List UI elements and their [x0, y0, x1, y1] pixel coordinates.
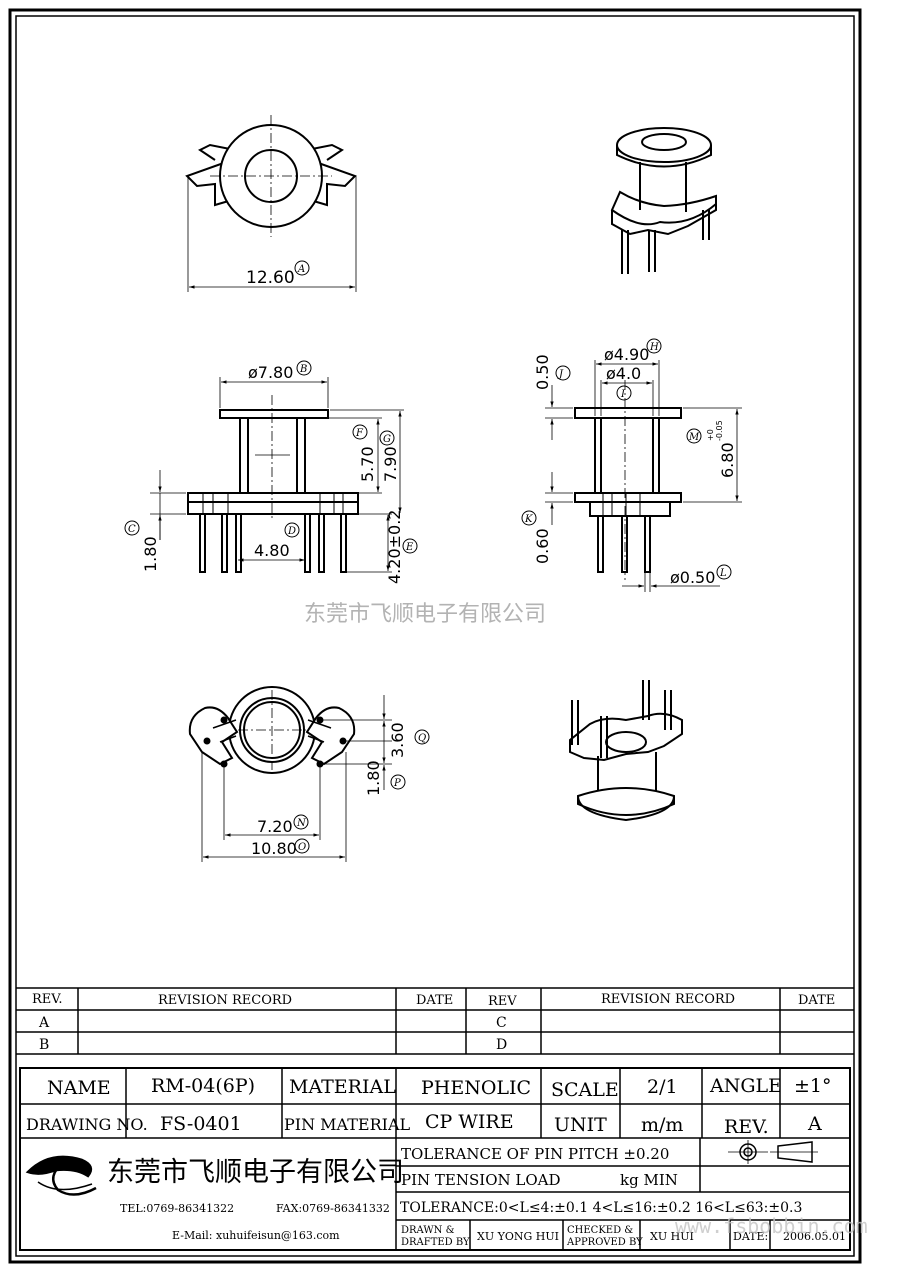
tag-l: L: [719, 568, 727, 579]
revision-record-header-right: REVISION RECORD: [601, 992, 735, 1007]
inner-border: [15, 15, 855, 1257]
sec-height-tol-lower: -0.05: [715, 420, 724, 441]
angle-value: ±1°: [794, 1075, 832, 1097]
sec-height-tol-upper: +0: [706, 429, 715, 441]
side-pin-pitch-dim: 4.80: [254, 541, 290, 560]
tolerance: TOLERANCE:0<L≤4:±0.1 4<L≤16:±0.2 16<L≤63…: [400, 1200, 802, 1216]
top-view: [185, 115, 357, 292]
scale-value: 2/1: [647, 1076, 678, 1098]
iso-view-bottom: [569, 680, 683, 822]
side-flange-dia-dim: ø7.80: [248, 363, 293, 382]
rev-b: B: [39, 1037, 49, 1053]
date-header-right: DATE: [798, 993, 835, 1008]
pin-material-label: PIN MATERIAL: [284, 1115, 411, 1134]
tag-g: G: [383, 434, 391, 445]
side-winding-height-dim: 5.70: [358, 446, 377, 482]
tag-q: Q: [418, 733, 426, 744]
company-name: 东莞市飞顺电子有限公司: [107, 1157, 404, 1188]
section-view: [545, 360, 742, 592]
fax: FAX:0769-86341332: [276, 1202, 390, 1215]
tag-a: A: [297, 264, 305, 275]
top-width-dim: 12.60: [246, 268, 295, 288]
checked-value: XU HUI: [650, 1230, 694, 1243]
tag-m: M: [688, 432, 700, 443]
sec-inner-dia-dim: ø4.0: [606, 364, 641, 383]
tag-d: D: [287, 526, 296, 537]
tag-c: C: [128, 524, 136, 535]
date-value: 2006.05.01: [783, 1230, 846, 1243]
side-pin-length-dim: 4.20±0.2: [385, 510, 404, 584]
rev-d: D: [496, 1037, 507, 1053]
sec-pin-dia-dim: ø0.50: [670, 568, 715, 587]
pitch-tolerance: TOLERANCE OF PIN PITCH ±0.20: [401, 1145, 669, 1163]
rev-c: C: [496, 1015, 507, 1031]
material-label: MATERIAL: [289, 1076, 396, 1098]
bottom-pin-span-dim: 3.60: [388, 722, 407, 758]
pin-material-value: CP WIRE: [425, 1111, 514, 1133]
rev-header-left: REV.: [32, 992, 63, 1007]
checked-label-1: CHECKED &: [567, 1225, 633, 1236]
side-pin-height-dim: 1.80: [141, 536, 160, 572]
scale-label: SCALE: [551, 1079, 619, 1101]
tag-k: K: [524, 514, 533, 525]
projection-symbol: [728, 1140, 818, 1164]
outer-border: [8, 8, 862, 1264]
tag-h: H: [649, 342, 659, 353]
tag-b: B: [299, 364, 307, 375]
rev-label: REV.: [724, 1116, 769, 1138]
drawn-value: XU YONG HUI: [477, 1230, 559, 1243]
title-block-lines: [19, 1067, 851, 1251]
sec-top-flange-dim: 0.50: [533, 354, 552, 390]
company-logo: [25, 1155, 97, 1196]
revision-table-lines: [16, 987, 854, 1055]
material-value: PHENOLIC: [421, 1077, 531, 1099]
email: E-Mail: xuhuifeisun@163.com: [172, 1229, 340, 1242]
watermark-company: 东莞市飞顺电子有限公司: [304, 602, 546, 627]
date-header-left: DATE: [416, 993, 453, 1008]
drawing-no-value: FS-0401: [160, 1113, 242, 1135]
iso-view-top: [610, 127, 717, 274]
unit-label: UNIT: [554, 1114, 607, 1136]
tag-f: F: [355, 428, 364, 439]
date-label: DATE:: [733, 1230, 768, 1243]
drawing-no-label: DRAWING NO.: [26, 1115, 148, 1134]
checked-label-2: APPROVED BY: [566, 1237, 643, 1248]
bottom-pin-offset-dim: 1.80: [364, 760, 383, 796]
side-total-height-dim: 7.90: [381, 446, 400, 482]
drawn-label-1: DRAWN &: [401, 1225, 455, 1236]
name-value: RM-04(6P): [151, 1075, 255, 1097]
drawn-label-2: DRAFTED BY: [401, 1237, 470, 1248]
tag-i: I: [620, 389, 626, 400]
tag-o: O: [298, 842, 306, 853]
sec-bottom-flange-dim: 0.60: [533, 528, 552, 564]
sec-height-dim: 6.80: [718, 442, 737, 478]
sec-outer-dia-dim: ø4.90: [604, 345, 649, 364]
pin-tension: PIN TENSION LOAD: [401, 1171, 561, 1189]
bottom-width-dim: 10.80: [251, 839, 297, 858]
unit-value: m/m: [641, 1114, 683, 1136]
rev-value: A: [807, 1113, 822, 1135]
tag-j: J: [557, 369, 564, 380]
tag-e: E: [405, 542, 414, 553]
tel: TEL:0769-86341322: [120, 1202, 234, 1215]
rev-header-right: REV: [488, 994, 517, 1009]
rev-a: A: [38, 1015, 50, 1031]
revision-record-header-left: REVISION RECORD: [158, 993, 292, 1008]
tag-n: N: [296, 818, 307, 829]
bottom-view: [188, 686, 392, 862]
side-view: [150, 377, 404, 573]
angle-label: ANGLE: [709, 1075, 782, 1097]
name-label: NAME: [47, 1077, 111, 1099]
bottom-pin-pitch-dim: 7.20: [257, 817, 293, 836]
tag-p: P: [393, 778, 401, 789]
pin-tension-unit: kg MIN: [620, 1171, 678, 1189]
watermark-url: www.fsbobbin.com: [675, 1214, 868, 1238]
